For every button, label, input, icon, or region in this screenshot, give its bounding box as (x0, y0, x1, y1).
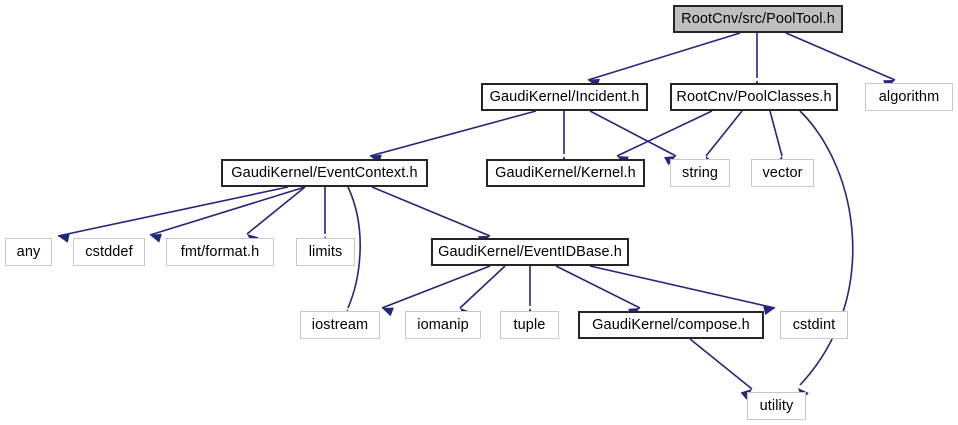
edge-eventidbase->compose (555, 265, 641, 309)
edge-compose->utility (689, 338, 753, 390)
arrowhead-compose->utility (740, 389, 752, 400)
edge-poolclasses->vector (769, 110, 783, 157)
graph-node-cstdint[interactable]: cstdint (780, 311, 848, 339)
graph-node-string[interactable]: string (670, 159, 730, 187)
edge-eventidbase->cstdint (589, 265, 776, 309)
graph-node-cstddef[interactable]: cstddef (73, 238, 145, 266)
arrowhead-eventidbase->iostream (382, 307, 394, 317)
graph-node-incident[interactable]: GaudiKernel/Incident.h (481, 83, 648, 111)
graph-node-eventidbase[interactable]: GaudiKernel/EventIDBase.h (431, 238, 629, 266)
graph-node-eventcontext[interactable]: GaudiKernel/EventContext.h (221, 159, 428, 187)
edge-eventcontext->iostream (347, 186, 361, 309)
edge-poolclasses->string (705, 110, 743, 157)
edge-eventcontext->fmtformat (246, 186, 306, 235)
graph-node-utility[interactable]: utility (747, 392, 806, 420)
graph-node-any[interactable]: any (5, 238, 52, 266)
edge-eventcontext->cstddef (149, 186, 306, 236)
edge-incident->eventcontext (369, 110, 537, 157)
edge-eventcontext->any (57, 186, 289, 237)
edge-incident->string (589, 110, 677, 157)
graph-node-compose[interactable]: GaudiKernel/compose.h (578, 311, 764, 339)
edge-pooltool->incident (587, 32, 741, 81)
edge-poolclasses->utility (799, 110, 854, 386)
edge-eventidbase->iostream (381, 265, 491, 309)
graph-node-algorithm[interactable]: algorithm (865, 83, 953, 111)
graph-node-fmtformat[interactable]: fmt/format.h (166, 238, 274, 266)
graph-node-kernel[interactable]: GaudiKernel/Kernel.h (486, 159, 645, 187)
graph-node-poolclasses[interactable]: RootCnv/PoolClasses.h (670, 83, 838, 111)
edge-poolclasses->kernel (616, 110, 713, 157)
graph-node-vector[interactable]: vector (751, 159, 814, 187)
graph-node-pooltool: RootCnv/src/PoolTool.h (673, 5, 843, 33)
edge-eventcontext->eventidbase (371, 186, 491, 237)
graph-node-tuple[interactable]: tuple (500, 311, 559, 339)
edge-eventidbase->iomanip (459, 265, 506, 309)
arrowhead-eventcontext->cstddef (150, 233, 162, 243)
graph-node-iomanip[interactable]: iomanip (405, 311, 481, 339)
edge-pooltool->algorithm (785, 32, 896, 81)
arrowhead-eventcontext->any (58, 233, 70, 243)
graph-node-limits[interactable]: limits (296, 238, 355, 266)
arrowhead-eventidbase->cstdint (763, 306, 775, 315)
graph-node-iostream[interactable]: iostream (300, 311, 380, 339)
